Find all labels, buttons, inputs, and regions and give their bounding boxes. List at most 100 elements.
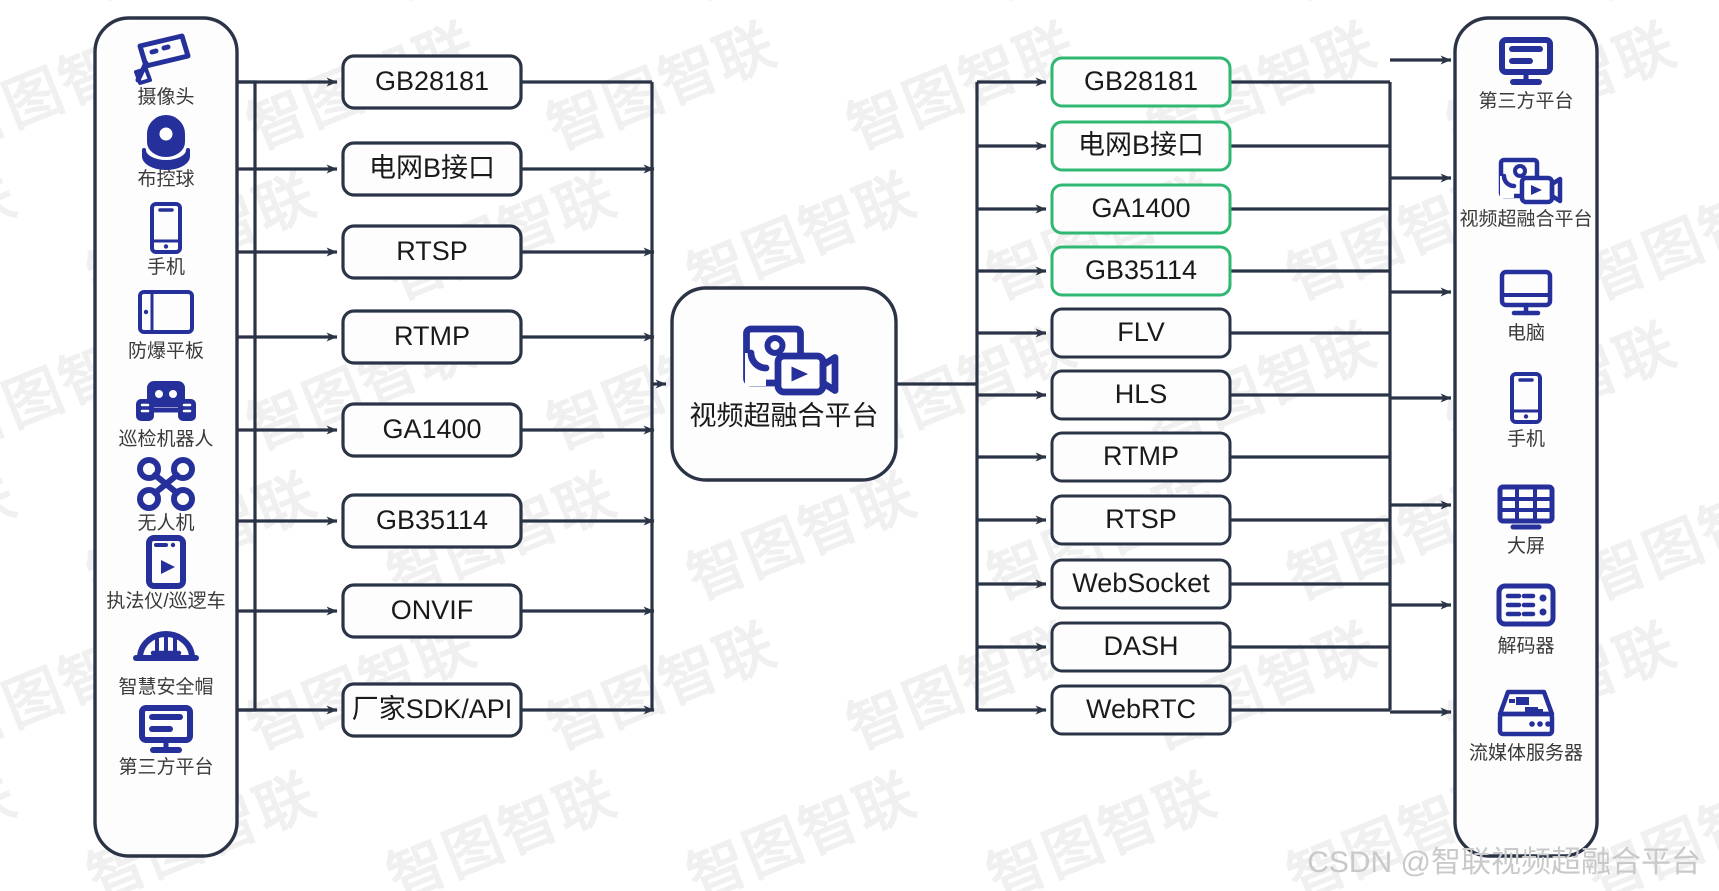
output-protocol-label: GB35114 (1085, 255, 1197, 285)
output-protocol-label: FLV (1117, 317, 1165, 347)
source-item-label: 布控球 (137, 168, 194, 190)
source-item-1[interactable]: 摄像头 (134, 33, 195, 108)
source-item-3[interactable]: 手机 (147, 202, 185, 278)
input-protocol-B[interactable]: 电网B接口 (341, 141, 523, 197)
source-item-label: 无人机 (137, 512, 194, 534)
output-protocol-label: DASH (1103, 631, 1178, 661)
streaming-server-icon (1497, 689, 1555, 737)
video-camera-icon (743, 325, 839, 396)
source-item-4[interactable]: 防爆平板 (128, 290, 204, 362)
input-protocol-GB28181[interactable]: GB28181 (341, 54, 523, 110)
target-item-7[interactable]: 流媒体服务器 (1469, 689, 1583, 764)
input-protocol-label: RTSP (396, 236, 468, 266)
output-protocol-label: RTSP (1105, 504, 1177, 534)
input-protocol-label: 厂家SDK/API (352, 694, 513, 724)
source-item-8[interactable]: 智慧安全帽 (118, 631, 214, 698)
tablet-icon (138, 290, 194, 334)
output-protocol-HLS[interactable]: HLS (1050, 369, 1232, 421)
third-party-platform-icon (1499, 37, 1553, 85)
mobile-phone-icon (150, 202, 182, 254)
source-item-label: 巡检机器人 (118, 428, 213, 450)
ptz-dome-camera-icon (142, 115, 190, 170)
device-icons: 摄像头布控球手机防爆平板巡检机器人无人机执法仪/巡逻车智慧安全帽第三方平台第三方… (106, 33, 1593, 778)
output-protocol-box[interactable] (1050, 494, 1232, 546)
output-protocol-label: HLS (1115, 379, 1168, 409)
source-item-9[interactable]: 第三方平台 (118, 705, 214, 778)
output-protocol-box[interactable] (1050, 431, 1232, 483)
input-protocol-box[interactable] (341, 309, 523, 365)
input-protocol-box[interactable] (341, 54, 523, 110)
input-protocol-label: RTMP (394, 321, 470, 351)
sources-panel[interactable] (93, 16, 239, 858)
input-protocol-label: GA1400 (382, 414, 481, 444)
output-protocol-WebSocket[interactable]: WebSocket (1050, 558, 1232, 610)
source-item-label: 摄像头 (137, 86, 194, 108)
input-protocol-GB35114[interactable]: GB35114 (341, 493, 523, 549)
connector-edges (237, 55, 1452, 717)
output-protocol-GB35114[interactable]: GB35114 (1050, 245, 1232, 297)
output-protocol-GB28181[interactable]: GB28181 (1050, 56, 1232, 108)
input-protocol-GA1400[interactable]: GA1400 (341, 402, 523, 458)
target-item-1[interactable]: 第三方平台 (1478, 37, 1574, 112)
source-item-2[interactable]: 布控球 (137, 115, 195, 190)
target-item-5[interactable]: 大屏 (1497, 484, 1555, 557)
output-protocol-box[interactable] (1050, 369, 1232, 421)
input-protocol-box[interactable] (341, 141, 523, 197)
target-item-2[interactable]: 视频超融合平台 (1459, 157, 1593, 230)
target-item-label: 第三方平台 (1478, 90, 1573, 112)
input-protocol-RTMP[interactable]: RTMP (341, 309, 523, 365)
output-protocol-DASH[interactable]: DASH (1050, 621, 1232, 673)
input-protocol-box[interactable] (341, 583, 523, 639)
source-item-label: 第三方平台 (118, 756, 213, 778)
source-item-label: 防爆平板 (128, 340, 204, 362)
output-protocol-FLV[interactable]: FLV (1050, 307, 1232, 359)
output-protocol-GA1400[interactable]: GA1400 (1050, 183, 1232, 235)
video-camera-icon (1498, 157, 1563, 205)
target-item-label: 大屏 (1507, 535, 1545, 557)
csdn-watermark: CSDN @智联视频超融合平台 (1307, 846, 1701, 879)
output-protocol-RTMP[interactable]: RTMP (1050, 431, 1232, 483)
output-protocol-box[interactable] (1050, 56, 1232, 108)
source-bus (237, 80, 257, 712)
output-protocol-B[interactable]: 电网B接口 (1050, 120, 1232, 172)
output-protocol-box[interactable] (1050, 558, 1232, 610)
input-protocol-label: GB35114 (376, 505, 488, 535)
decoder-icon (1496, 583, 1556, 627)
source-item-label: 执法仪/巡逻车 (106, 590, 225, 612)
output-protocol-WebRTC[interactable]: WebRTC (1050, 684, 1232, 736)
target-item-6[interactable]: 解码器 (1496, 583, 1556, 657)
cctv-camera-icon (134, 33, 191, 85)
target-item-3[interactable]: 电脑 (1499, 269, 1553, 344)
input-protocol-label: 电网B接口 (369, 153, 495, 183)
source-item-5[interactable]: 巡检机器人 (118, 381, 214, 450)
targets-panel[interactable] (1453, 16, 1599, 858)
source-item-7[interactable]: 执法仪/巡逻车 (106, 535, 226, 612)
output-protocol-box[interactable] (1050, 245, 1232, 297)
target-item-4[interactable]: 手机 (1507, 372, 1545, 450)
source-item-6[interactable]: 无人机 (137, 457, 195, 534)
target-item-label: 电脑 (1507, 322, 1545, 344)
input-protocol-ONVIF[interactable]: ONVIF (341, 583, 523, 639)
target-item-label: 视频超融合平台 (1459, 208, 1592, 230)
output-protocol-box[interactable] (1050, 307, 1232, 359)
output-protocol-RTSP[interactable]: RTSP (1050, 494, 1232, 546)
mobile-phone-icon (1510, 372, 1542, 424)
input-protocol-box[interactable] (341, 224, 523, 280)
input-protocol-SDKAPI[interactable]: 厂家SDK/API (341, 682, 523, 738)
output-protocol-box[interactable] (1050, 120, 1232, 172)
input-protocol-box[interactable] (341, 493, 523, 549)
output-protocol-label: WebSocket (1072, 568, 1210, 598)
input-protocol-RTSP[interactable]: RTSP (341, 224, 523, 280)
output-protocol-box[interactable] (1050, 684, 1232, 736)
output-protocol-label: GA1400 (1091, 193, 1190, 223)
output-protocol-box[interactable] (1050, 621, 1232, 673)
output-protocol-label: RTMP (1103, 441, 1179, 471)
source-item-label: 手机 (147, 256, 185, 278)
output-protocol-label: 电网B接口 (1078, 130, 1204, 160)
input-protocol-box[interactable] (341, 682, 523, 738)
input-protocol-box[interactable] (341, 402, 523, 458)
video-wall-icon (1497, 484, 1555, 530)
output-protocol-box[interactable] (1050, 183, 1232, 235)
